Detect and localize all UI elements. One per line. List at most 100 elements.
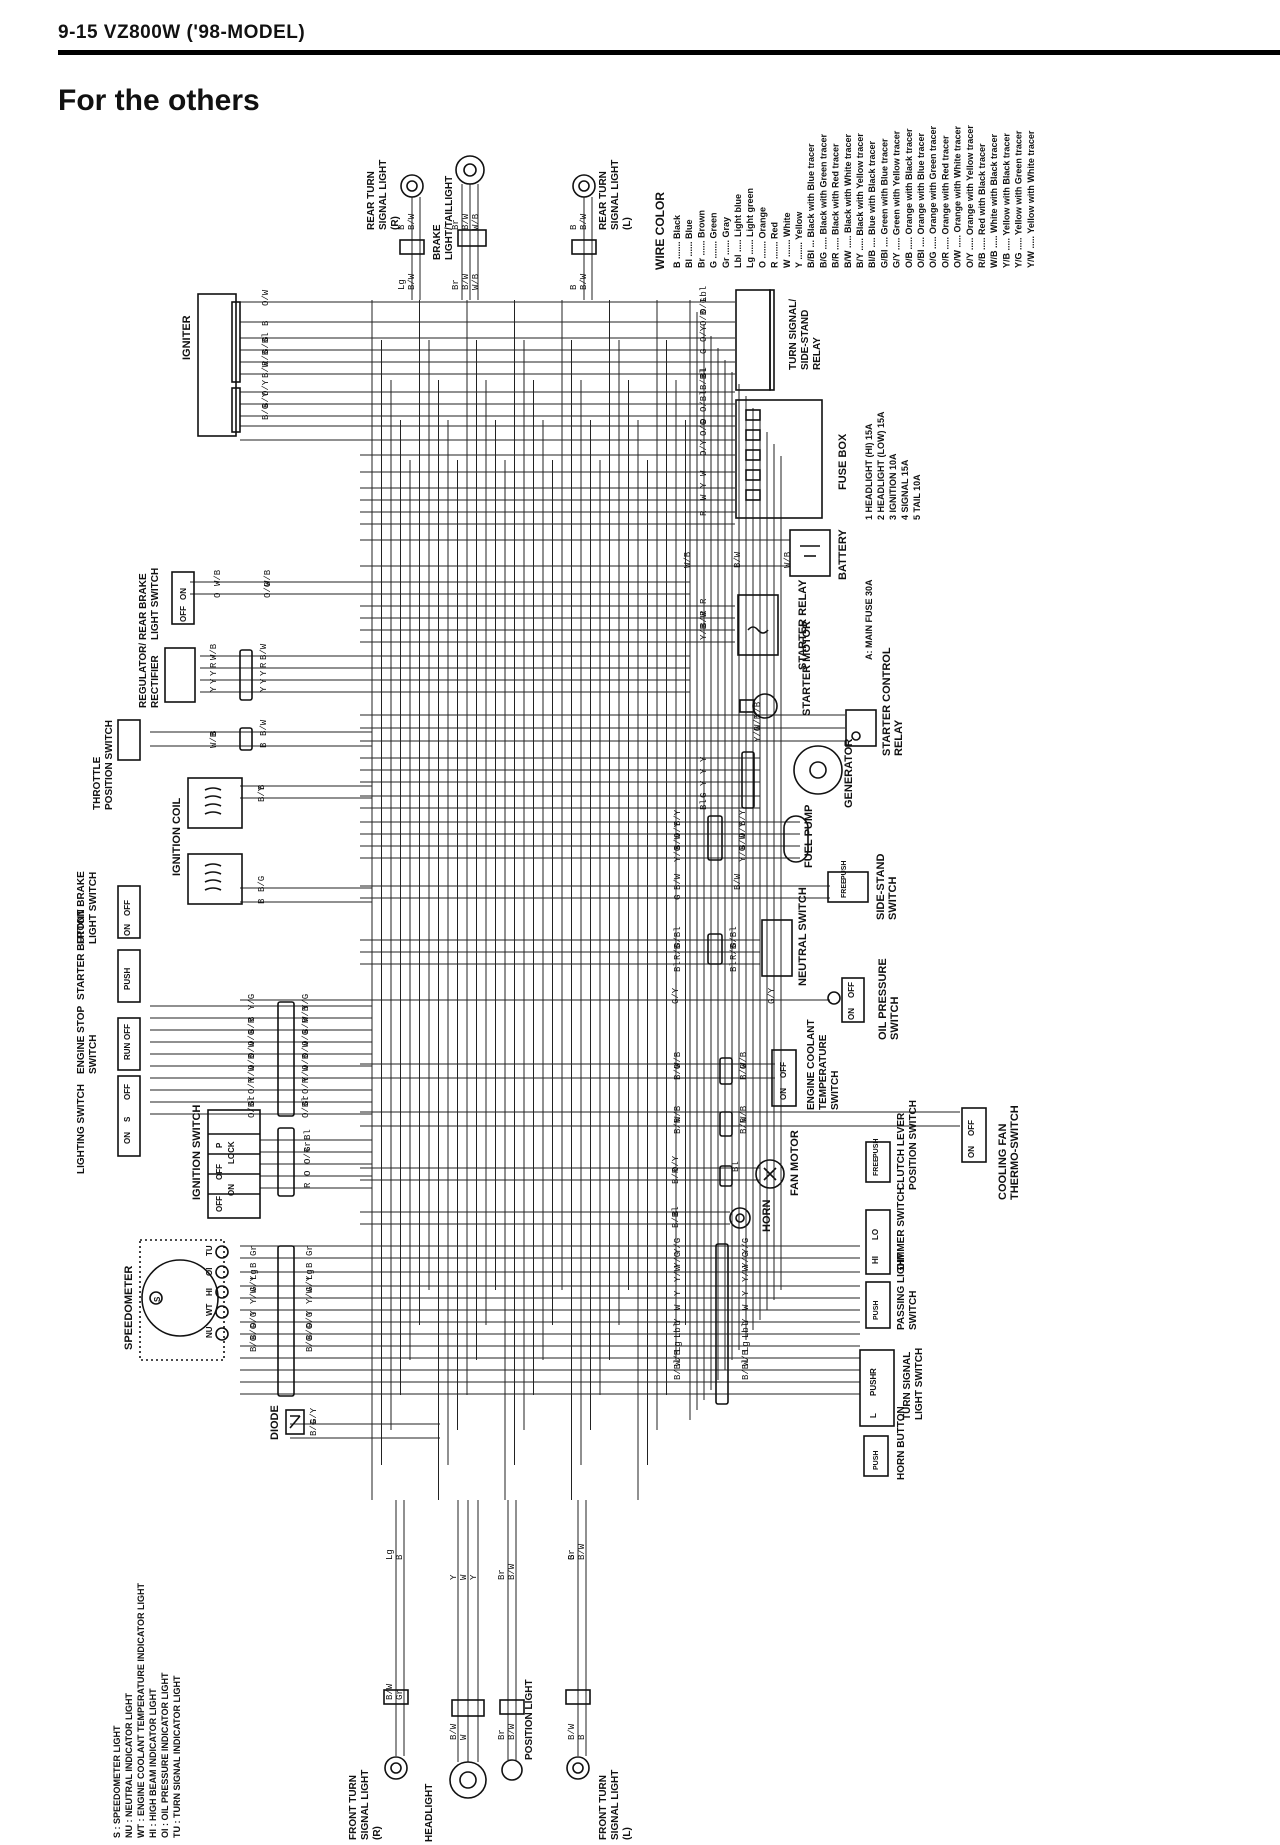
turn-relay-terminal: [769, 289, 775, 391]
rear-turn-l-bulb: [572, 174, 596, 198]
header-rule: [58, 50, 1280, 55]
wire-color-entry: R ....... Red: [770, 222, 780, 268]
headlight-wire-label: B/W: [449, 1723, 459, 1740]
speedometer-wire-label: Gr: [305, 1245, 315, 1256]
cooling-fan-wire-label: B/R: [673, 1117, 683, 1134]
clutch-switch-label-line: POSITION SWITCH: [908, 1100, 919, 1190]
brake-tail-wire-label: Br: [451, 219, 461, 230]
bundle-wire-label: Y/W: [247, 1065, 257, 1082]
neutral-wire-label: Bl: [729, 961, 739, 972]
handlebar-wire-label: W/B: [673, 1349, 683, 1366]
handlebar-wire-label: Y/G: [741, 1252, 751, 1268]
ignition-coil-2: [187, 853, 243, 905]
cooling-fan-switch-label-line: THERMO-SWITCH: [1009, 1105, 1021, 1200]
speedometer-pin-label: S: [153, 1296, 162, 1302]
coil-winding: [204, 871, 222, 875]
coil-winding: [204, 803, 222, 807]
starter-control-relay-label-line: RELAY: [893, 719, 905, 756]
switch-state-label: R: [869, 1368, 878, 1374]
speedometer-indicator-lamp: [215, 1265, 229, 1279]
fuel-pump-connector: [707, 815, 723, 861]
bundle-wire-label: Y/W: [301, 1065, 311, 1082]
front-turn-l-wire-label: Gr: [567, 1549, 577, 1560]
bundle-wire-label: Gr: [301, 1095, 311, 1106]
diode-wire-label: G/Y: [309, 1407, 319, 1424]
bundle-wire-label: O/Bl: [301, 1096, 311, 1118]
rear-turn-r-bulb: [400, 174, 424, 198]
speedometer-wire-label: G/Y: [305, 1275, 315, 1292]
bundle-wire-label: O/Bl: [247, 1096, 257, 1118]
fan-motor-label-line: FAN MOTOR: [789, 1130, 801, 1196]
igniter-wire-label: R/B: [261, 349, 271, 366]
switch-state-label: OFF: [179, 606, 188, 622]
clutch-switch-label-line: CLUTCH LEVER: [896, 1112, 907, 1190]
headlight-wire-label: Y: [449, 1574, 459, 1580]
starter-motor: [752, 693, 778, 719]
switch-state-label: PUSH: [841, 861, 848, 880]
headlight-label-line: HEADLIGHT: [424, 1784, 435, 1842]
wire-color-entry: B/Bl ... Black with Blue tracer: [806, 143, 816, 268]
ignition-switch-wire-label: R: [303, 1182, 313, 1188]
ignition-coil-wire-label: B: [257, 784, 267, 790]
igniter-label: IGNITER: [181, 315, 193, 360]
neutral-wire-label: R/B: [729, 943, 739, 960]
page-header: 9-15 VZ800W ('98-MODEL): [58, 22, 306, 43]
fuse-wire-label: R: [699, 510, 709, 516]
horn-button-label-line: HORN BUTTON: [896, 1406, 907, 1480]
rear-turn-l-label-line: (L): [622, 217, 633, 230]
front-turn-l-bulb: [566, 1756, 590, 1780]
section-subtitle: For the others: [58, 84, 260, 117]
switch-state-label: OFF: [847, 982, 856, 998]
brake-tail-filament: [463, 163, 477, 177]
generator-wire-label: Bl: [699, 799, 709, 810]
fuse-rating: 1 HEADLIGHT (HI) 15A: [864, 423, 874, 520]
rear-turn-r-wire-label: B/W: [407, 273, 417, 290]
battery-label: BATTERY: [837, 529, 849, 580]
wire-color-entry: O ....... Orange: [757, 207, 767, 268]
ignition-switch-wire-label: O: [303, 1171, 313, 1176]
switch-state-label: FREE: [841, 879, 848, 898]
oil-pressure-switch-label-line: OIL PRESSURE: [877, 958, 889, 1040]
lighting-switch-label: LIGHTING SWITCH: [76, 1084, 87, 1174]
fuse-wire-label: O/Y: [699, 439, 709, 456]
coolant-wire-label: W/B: [739, 1051, 749, 1068]
speedometer-legend-entry: S : SPEEDOMETER LIGHT: [112, 1725, 122, 1838]
fuse: [745, 469, 761, 481]
igniter-wire-label: O/Y: [261, 379, 271, 396]
speedometer-wire-label: B: [305, 1262, 315, 1268]
rear-turn-l-filament: [578, 180, 590, 192]
bundle-wire-label: O/R: [247, 1077, 257, 1094]
switch-state-label: ON: [847, 1008, 856, 1020]
speedometer-legend-entry: NU : NEUTRAL INDICATOR LIGHT: [124, 1693, 134, 1838]
bundle-wire-label: Y/G: [301, 994, 311, 1010]
speedometer-wire-label: B/G: [249, 1336, 259, 1352]
starter-button-box: [117, 949, 141, 1003]
diode-label: DIODE: [269, 1405, 281, 1440]
battery-wire-label: W/B: [683, 551, 693, 568]
front-turn-l-filament: [572, 1762, 584, 1774]
rear-turn-r-label-line: (R): [390, 216, 401, 230]
relay-wire-label: B/Bl: [699, 368, 709, 390]
rear-brake-wire-label: O: [213, 593, 223, 598]
front-turn-l-socket: [565, 1689, 591, 1705]
wire-color-entry: O/G ..... Orange with Green tracer: [928, 125, 938, 268]
engine-stop-switch-label-line: ENGINE STOP: [76, 1006, 87, 1074]
bundle-wire-label: O/W: [247, 1041, 257, 1058]
speedometer-wire-label: Gr: [249, 1245, 259, 1256]
switch-state-label: OFF: [123, 1024, 132, 1040]
wire-color-entry: G ....... Green: [709, 212, 719, 268]
front-brake-switch-label-line: FRONT BRAKE: [76, 871, 87, 944]
speedometer-wire-label: Y: [305, 1310, 315, 1316]
brake-tail-label-line: LIGHT/TAILLIGHT: [444, 176, 455, 260]
generator-wire-label: Y: [699, 768, 709, 774]
throttle-wire-label: B: [209, 730, 219, 736]
neutral-switch-label: NEUTRAL SWITCH: [797, 887, 809, 986]
handlebar-wire-label: Y: [741, 1318, 751, 1324]
turn-relay-box: [735, 289, 771, 391]
speedometer-pin-label: TU: [205, 1245, 214, 1256]
